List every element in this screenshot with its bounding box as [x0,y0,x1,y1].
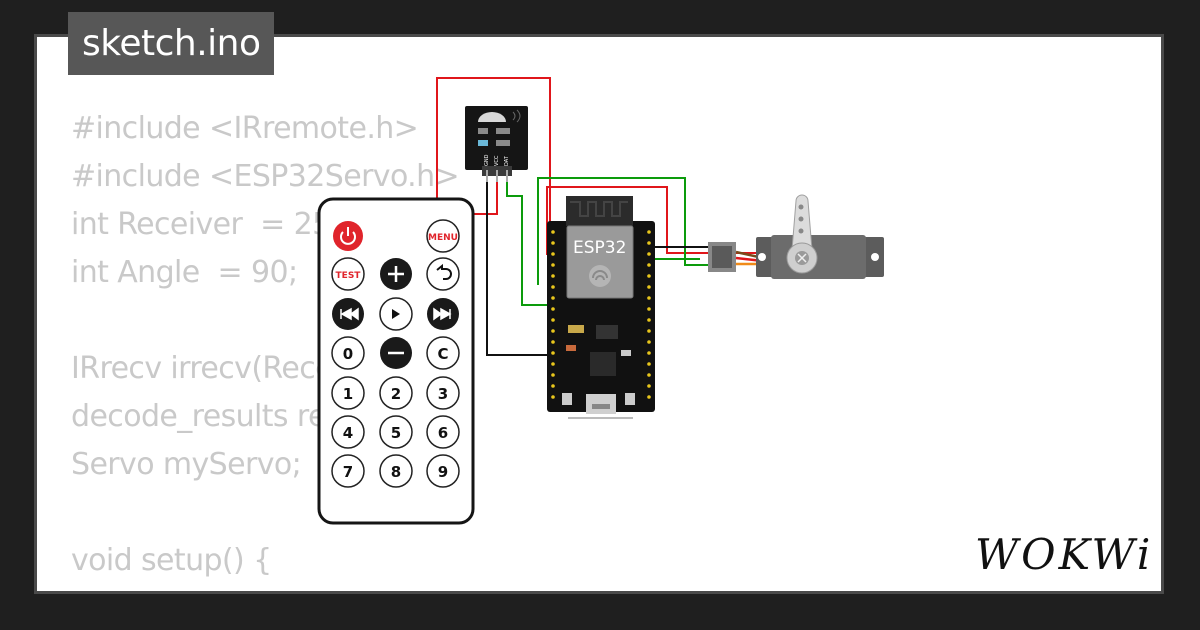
wire-black [486,180,557,356]
key-7-button[interactable] [331,454,365,488]
key-9-button[interactable] [426,454,460,488]
key-label: 6 [438,424,448,442]
key-label: 4 [343,424,353,442]
key-label: 1 [343,385,353,403]
clear-button-label: C [437,345,448,363]
key-5-button[interactable] [379,415,413,449]
code-line: Servo myServo; [71,447,302,482]
code-line: #include <IRremote.h> [71,111,419,146]
code-preview: #include <IRremote.h> #include <ESP32Ser… [71,105,460,591]
code-line: int Angle = 90; [71,255,298,290]
key-label: 2 [391,385,401,403]
menu-button-label: MENU [428,233,458,243]
key-label: 5 [391,424,401,442]
menu-button[interactable] [426,219,460,253]
key-1-button[interactable] [331,376,365,410]
wire-green [537,177,708,285]
key-label: 3 [438,385,448,403]
receiver-pin-label: GND [484,154,490,166]
back-button[interactable] [426,257,460,291]
key-4-button[interactable] [331,415,365,449]
ir-remote[interactable]: MENU TEST 0 C 1 2 3 4 5 6 7 [317,197,475,525]
wokwi-logo: WOKWi [975,530,1154,579]
key-3-button[interactable] [426,376,460,410]
code-line: void setup() { [71,543,272,578]
receiver-pin-label: DAT [504,155,510,166]
key-label: 9 [438,463,448,481]
board-label: ESP32 [573,238,626,258]
esp32-board[interactable]: ESP32 [547,196,655,419]
test-button-label: TEST [336,271,362,281]
sketch-title: sketch.ino [68,12,275,75]
clear-button[interactable] [426,336,460,370]
key-label: 7 [343,463,353,481]
key-label: 8 [391,463,401,481]
servo-motor[interactable] [708,194,884,279]
key-8-button[interactable] [379,454,413,488]
ir-receiver[interactable]: GND VCC DAT [465,106,528,182]
key-6-button[interactable] [426,415,460,449]
code-line: int Receiver = 25; [71,207,341,242]
receiver-pin-label: VCC [494,155,500,166]
key-0-button[interactable] [331,336,365,370]
test-button[interactable] [331,257,365,291]
canvas-card: #include <IRremote.h> #include <ESP32Ser… [34,34,1164,594]
board-pins [551,230,651,399]
wire-green [506,180,557,306]
key-0-label: 0 [343,345,353,363]
code-line: #include <ESP32Servo.h> [71,159,460,194]
key-2-button[interactable] [379,376,413,410]
wire-red [546,186,768,255]
